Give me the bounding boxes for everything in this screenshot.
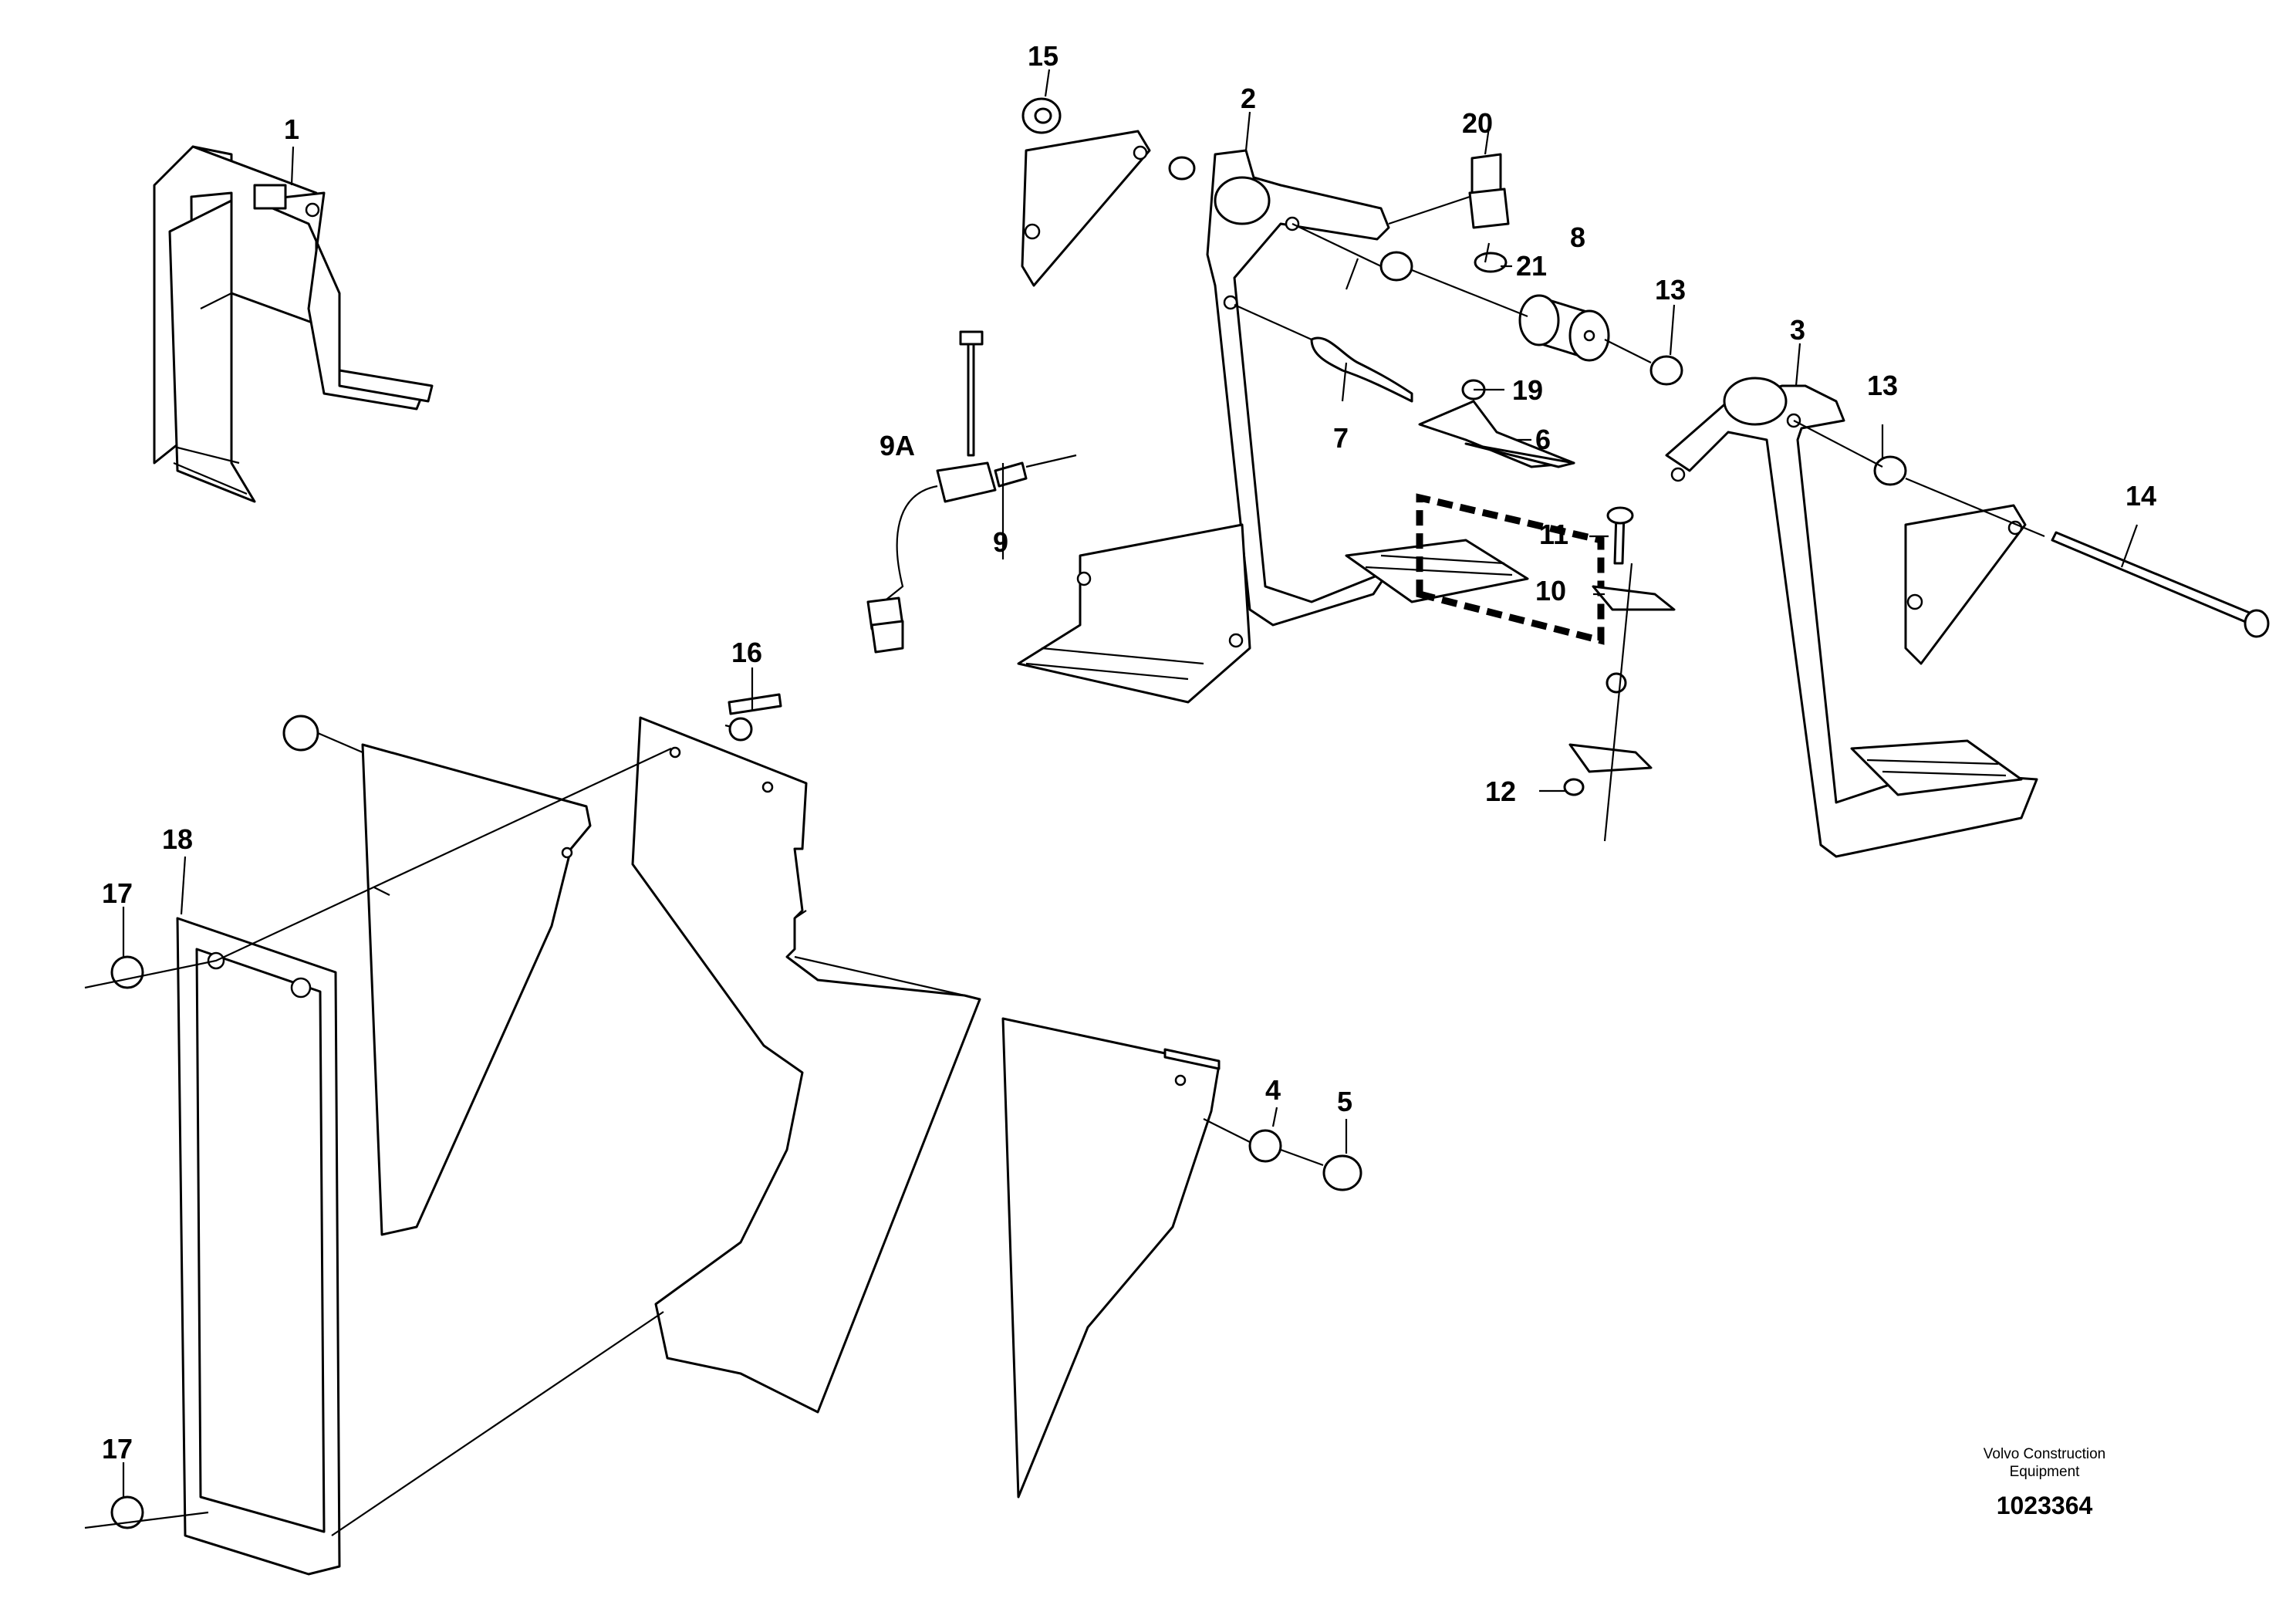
pedal-sensor [1388, 153, 1510, 273]
callout-7: 7 [1333, 422, 1349, 454]
side-panel-right [1001, 1017, 1362, 1499]
footer: Volvo Construction Equipment 1023364 [1984, 1446, 2105, 1519]
callout-16: 16 [731, 637, 762, 668]
side-panel-left [282, 715, 592, 1236]
brake-switch [866, 330, 1251, 704]
stop-link [1416, 493, 1676, 842]
callout-19: 19 [1512, 374, 1543, 406]
callout-13-right: 13 [1867, 370, 1898, 401]
callout-21: 21 [1516, 250, 1547, 282]
floor-cover-plate [631, 693, 981, 1414]
callout-11: 11 [1539, 519, 1568, 550]
callout-9: 9 [993, 526, 1008, 558]
callout-12: 12 [1485, 776, 1516, 807]
brand-line-1: Volvo Construction [1984, 1446, 2105, 1462]
pedal-3 [1665, 377, 2038, 858]
document-number: 1023364 [1997, 1492, 2093, 1519]
overview-assembly [153, 145, 434, 503]
callout-14: 14 [2125, 480, 2156, 512]
callout-9a: 9A [880, 430, 915, 461]
callout-2: 2 [1241, 83, 1256, 114]
trim-frame [84, 748, 672, 1576]
callout-8: 8 [1570, 221, 1585, 253]
callout-17-top: 17 [102, 877, 133, 909]
callout-17-bottom: 17 [102, 1433, 133, 1465]
callout-10: 10 [1535, 575, 1566, 607]
callout-20: 20 [1462, 107, 1493, 139]
pedal-bracket-left [1021, 97, 1196, 287]
pedal-bracket-right [1793, 420, 2270, 665]
callout-18: 18 [162, 823, 193, 855]
callout-13-left: 13 [1655, 274, 1686, 306]
leader-lines [122, 69, 2139, 1497]
callout-5: 5 [1337, 1086, 1352, 1117]
callouts: 1 2 3 4 5 6 7 8 9 9A 10 11 12 13 13 14 1… [102, 40, 2156, 1465]
callout-1: 1 [284, 113, 299, 145]
callout-4: 4 [1265, 1074, 1281, 1106]
callout-6: 6 [1535, 424, 1551, 455]
callout-15: 15 [1028, 40, 1059, 72]
pedal-2 [1206, 149, 1529, 627]
callout-3: 3 [1790, 314, 1805, 346]
spacer-bushings [1292, 223, 1683, 386]
return-spring [1234, 303, 1413, 403]
brand-line-2: Equipment [2010, 1464, 2081, 1480]
